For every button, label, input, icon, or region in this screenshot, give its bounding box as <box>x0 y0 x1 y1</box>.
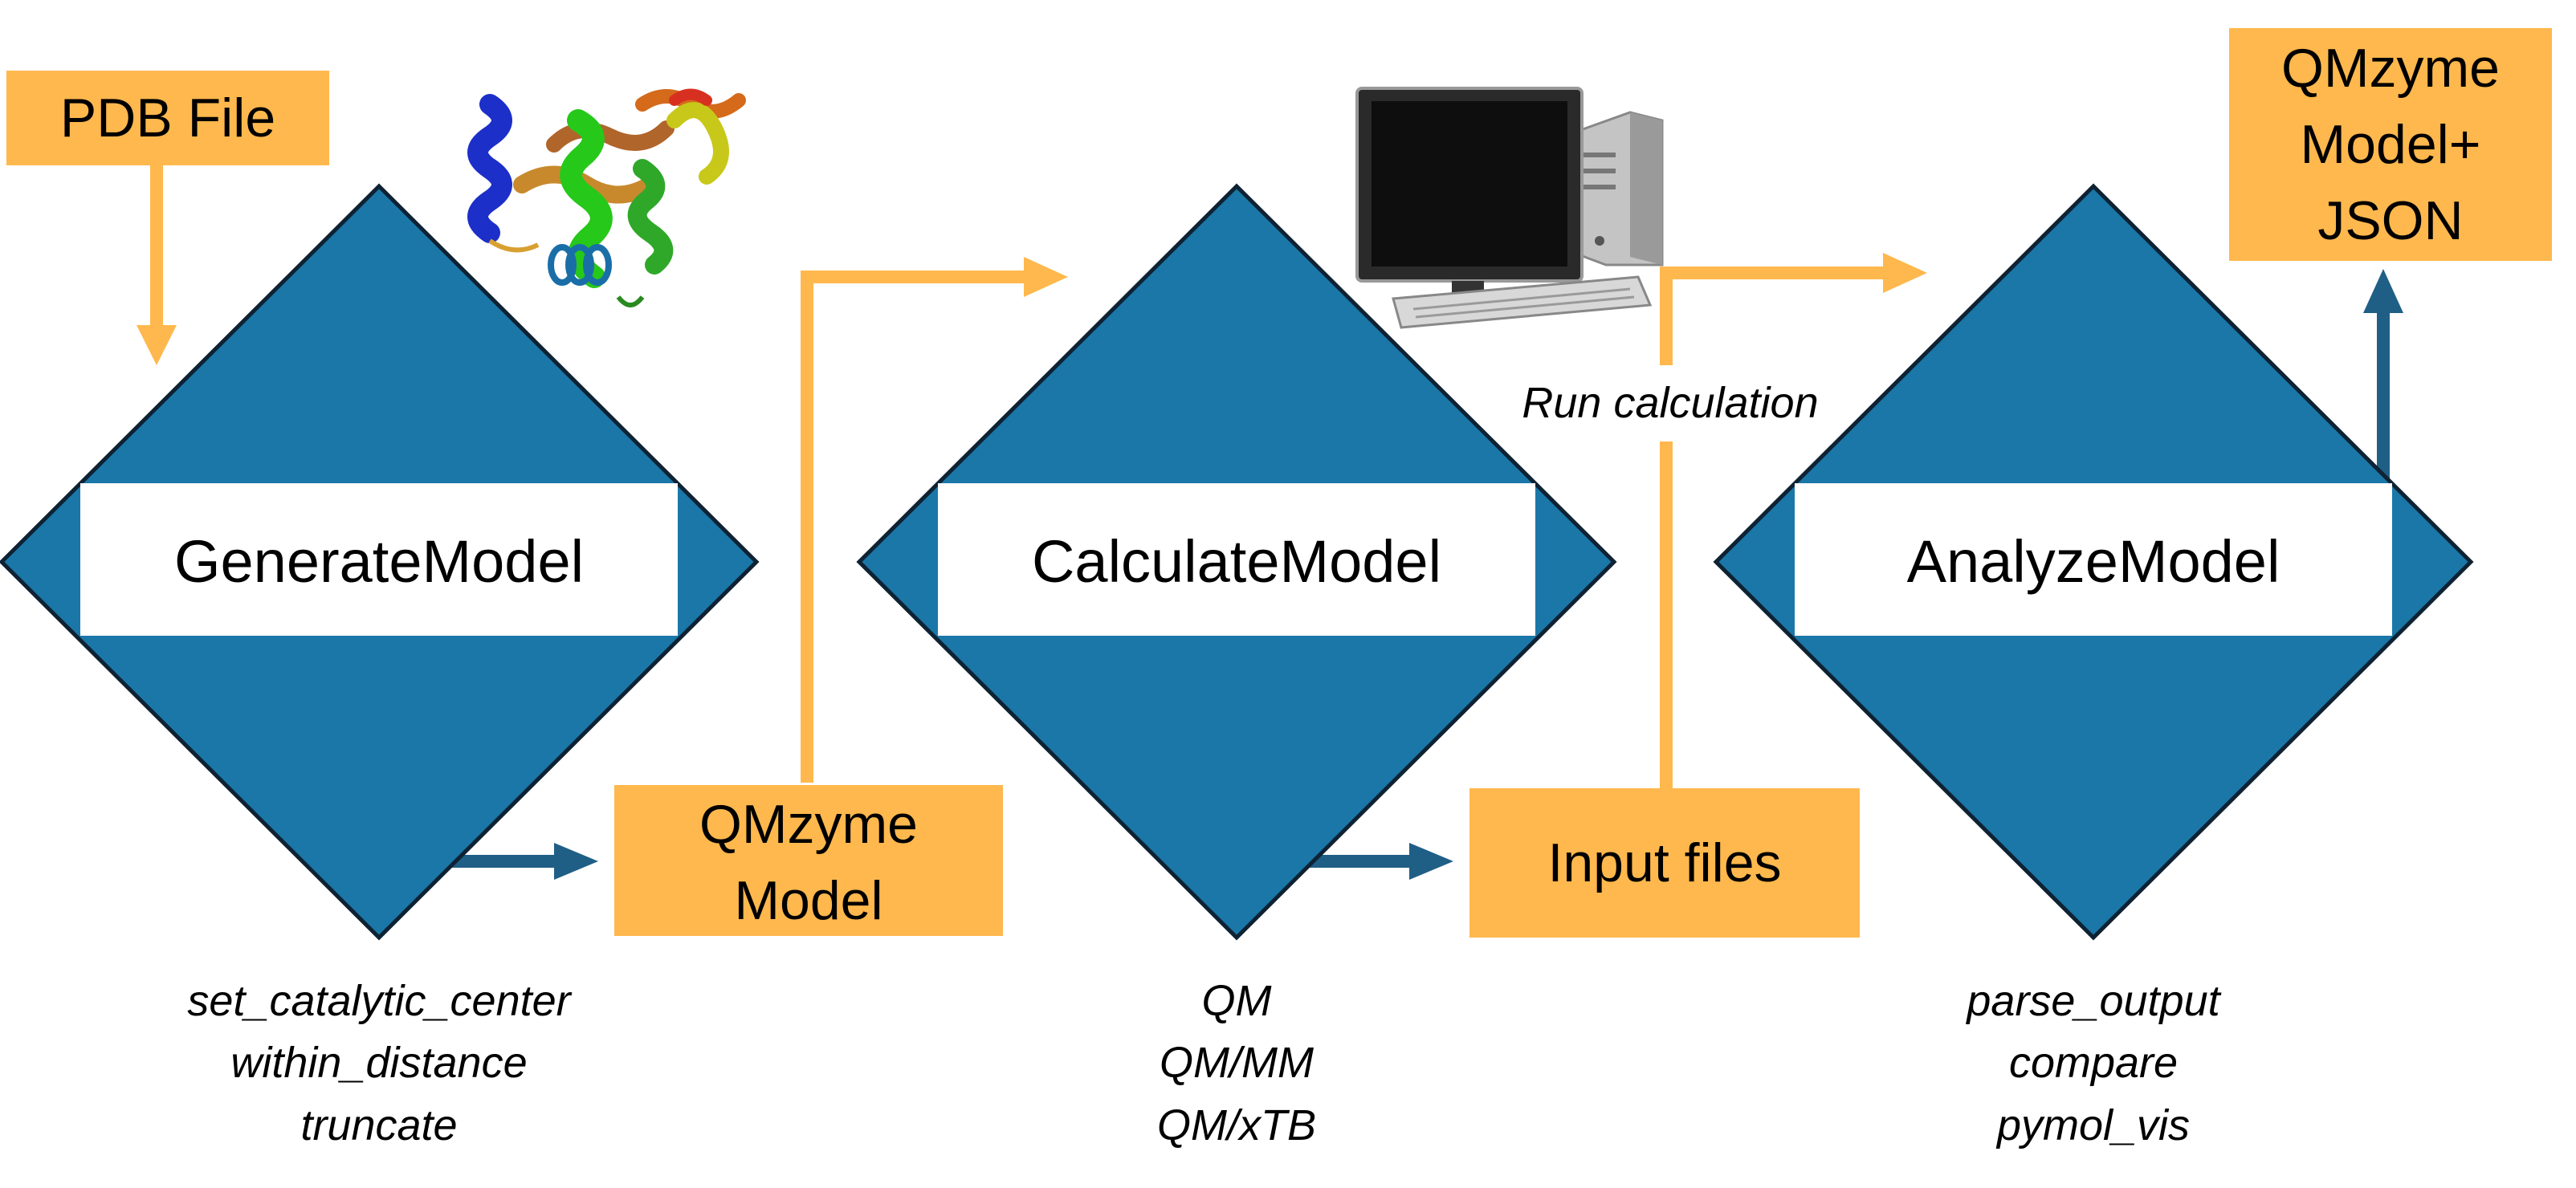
stage-label: CalculateModel <box>1032 528 1441 595</box>
qmzyme-to-calculate-arrow <box>801 257 1068 783</box>
inputfiles-to-analyze-arrow <box>1660 253 1927 791</box>
analyze-output-arrow <box>2363 269 2403 482</box>
stage-label-box <box>938 483 1535 636</box>
method-item: compare <box>2009 1039 2178 1087</box>
stage-generate-model: GenerateModel <box>0 183 760 941</box>
stage-label: GenerateModel <box>174 528 584 595</box>
stage-label-box <box>1795 483 2392 636</box>
calculate-output-arrow <box>1301 843 1453 880</box>
pdb-file-label: PDB File <box>60 87 275 148</box>
final-output-box: QMzyme Model+ JSON <box>2229 28 2552 261</box>
stage-analyze-model: AnalyzeModel <box>1713 183 2474 941</box>
method-item: truncate <box>300 1101 457 1149</box>
pdb-arrow <box>137 165 177 365</box>
input-files-label: Input files <box>1547 832 1781 893</box>
desktop-computer-icon <box>1355 87 1664 329</box>
generate-methods: set_catalytic_center within_distance tru… <box>187 977 572 1149</box>
analyze-methods: parse_output compare pymol_vis <box>1965 977 2221 1149</box>
method-item: QM <box>1202 977 1272 1025</box>
final-output-line-1: QMzyme <box>2281 38 2500 99</box>
method-item: QM/xTB <box>1157 1101 1316 1149</box>
method-item: set_catalytic_center <box>187 977 572 1025</box>
method-item: parse_output <box>1965 977 2221 1025</box>
final-output-line-3: JSON <box>2317 190 2463 251</box>
pdb-file-box: PDB File <box>6 71 329 165</box>
qmzyme-model-line-2: Model <box>734 870 882 931</box>
generate-output-arrow <box>446 843 598 880</box>
final-output-line-2: Model+ <box>2301 114 2481 175</box>
stage-label-box <box>80 483 678 636</box>
stage-calculate-model: CalculateModel <box>856 183 1617 941</box>
stage-label: AnalyzeModel <box>1907 528 2280 595</box>
method-item: pymol_vis <box>1995 1101 2190 1149</box>
method-item: QM/MM <box>1160 1039 1314 1087</box>
input-files-box: Input files <box>1469 788 1860 938</box>
calculate-methods: QM QM/MM QM/xTB <box>1157 977 1316 1149</box>
method-item: within_distance <box>230 1039 527 1087</box>
protein-structure-icon <box>467 88 746 307</box>
qmzyme-model-box: QMzyme Model <box>614 785 1003 936</box>
qmzyme-model-line-1: QMzyme <box>699 794 918 855</box>
run-calculation-label: Run calculation <box>1522 379 1818 427</box>
